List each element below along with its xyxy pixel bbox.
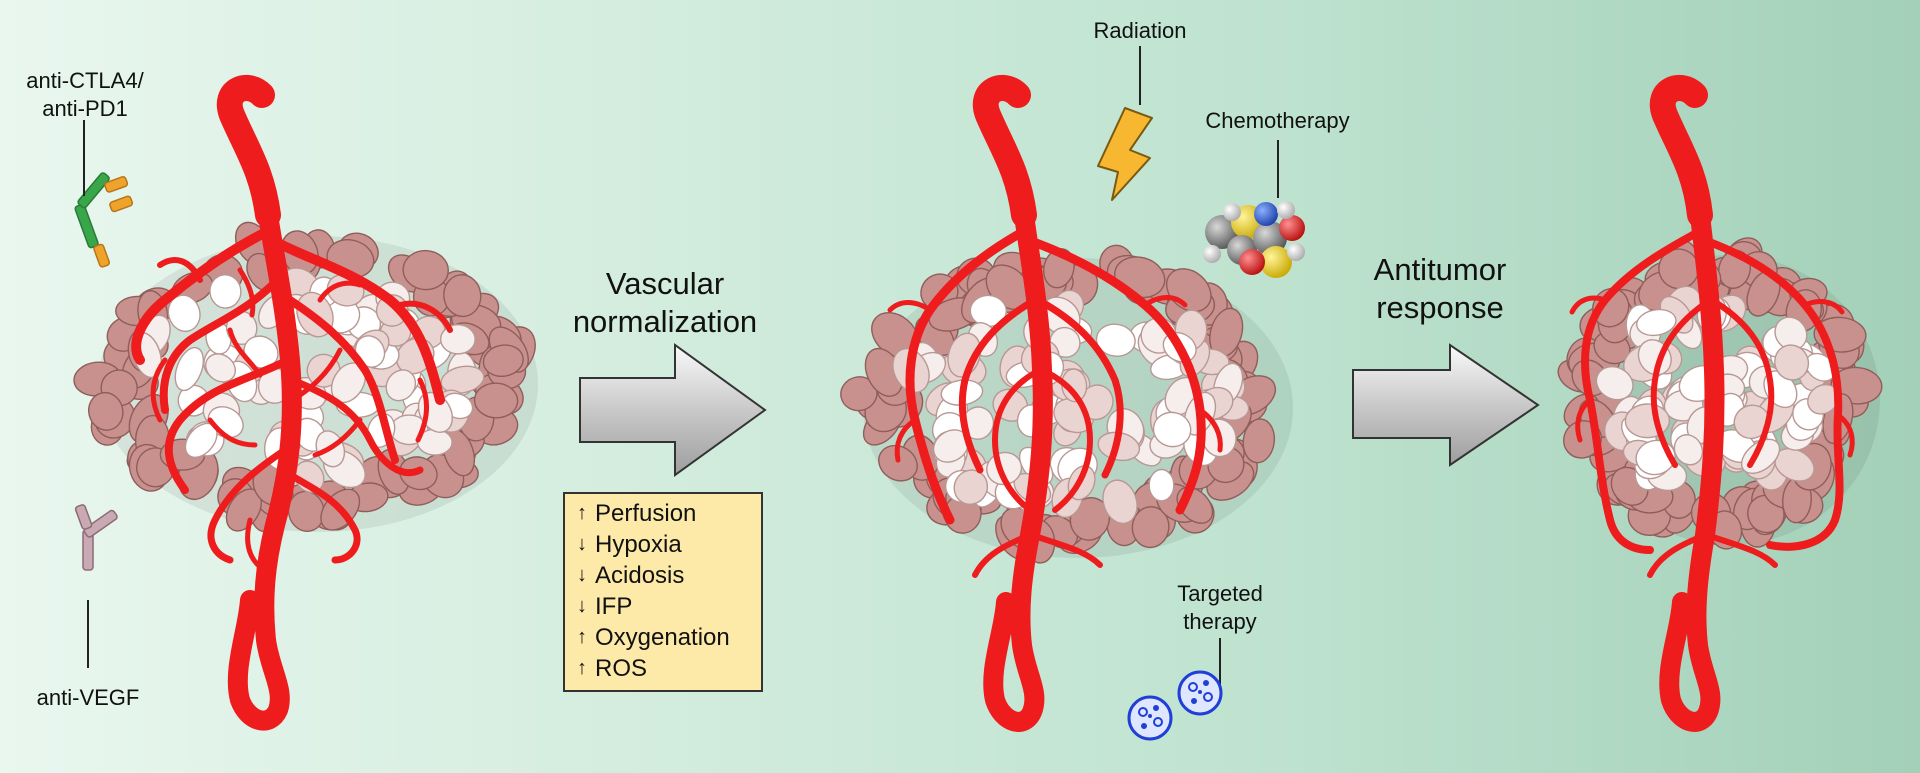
effect-row: ↓ Hypoxia	[573, 529, 755, 560]
immunotherapy-label: anti-CTLA4/ anti-PD1	[26, 68, 144, 121]
antitumor-response-label: Antitumor response	[1373, 252, 1507, 325]
effect-row: ↓ IFP	[573, 591, 755, 622]
tumor-cell-inner	[439, 324, 476, 355]
effect-row: ↓ Acidosis	[573, 560, 755, 591]
anti-ctla4-antibody-icon	[74, 172, 134, 268]
effect-label: Perfusion	[595, 499, 697, 527]
tumor-cell-outer	[87, 391, 124, 431]
tumor-cell-outer	[878, 444, 918, 482]
chemotherapy-molecule-icon	[1203, 201, 1305, 278]
blood-vessels	[131, 75, 453, 731]
tumor-cell-inner	[209, 274, 242, 309]
tumor-cell-inner	[1595, 366, 1634, 401]
effect-row: ↑ ROS	[573, 653, 755, 684]
tumor-cell-inner	[1673, 434, 1704, 466]
up-arrow-icon: ↑	[577, 626, 587, 648]
tumor-abnormal	[73, 75, 538, 731]
tumor-cell-outer	[1131, 506, 1170, 549]
anti-vegf-label: anti-VEGF	[36, 685, 140, 710]
chemotherapy-label: Chemotherapy	[1205, 108, 1350, 133]
tumor-cell-inner	[1636, 308, 1677, 337]
tumor-cell-outer	[1658, 248, 1700, 290]
normalization-arrow	[579, 343, 767, 477]
tumor-cell-inner	[1774, 316, 1808, 351]
targeted-therapy-particle-icon	[1127, 695, 1173, 741]
tumor-cell-inner	[1774, 344, 1810, 381]
vascular-normalization-label: Vascular normalization	[572, 266, 758, 339]
effect-row: ↑ Perfusion	[573, 498, 755, 529]
down-arrow-icon: ↓	[577, 595, 587, 617]
targeted-therapy-particle-icon	[1177, 670, 1223, 716]
tumor-cell-inner	[1061, 368, 1088, 403]
tumor-cell-inner	[1148, 468, 1175, 502]
normalization-effects-box: ↑ Perfusion ↓ Hypoxia ↓ Acidosis ↓ IFP ↑…	[563, 492, 763, 692]
tumor-cell-outer	[1242, 418, 1276, 464]
effect-row: ↑ Oxygenation	[573, 622, 755, 653]
radiation-label: Radiation	[1093, 18, 1187, 43]
down-arrow-icon: ↓	[577, 533, 587, 555]
tumor-cell-inner	[205, 353, 236, 383]
down-arrow-icon: ↓	[577, 564, 587, 586]
tumor-normalized	[840, 75, 1293, 732]
effect-label: IFP	[595, 592, 633, 620]
tumor-cell-inner	[440, 365, 485, 394]
effect-label: ROS	[595, 654, 648, 682]
tumor-cell-inner	[167, 294, 201, 333]
tumor-cell-inner	[1095, 323, 1136, 357]
tumor-cell-outer	[482, 344, 524, 377]
antitumor-arrow	[1352, 343, 1540, 467]
anti-vegf-antibody-icon	[74, 504, 118, 571]
tumor-cell-outer	[473, 382, 519, 419]
effect-label: Oxygenation	[595, 623, 730, 651]
up-arrow-icon: ↑	[577, 657, 587, 679]
tumor-cell-outer	[443, 274, 482, 318]
targeted-therapy-label: Targeted therapy	[1177, 581, 1263, 634]
tumor-cell-inner	[1152, 411, 1192, 448]
tumor-cell-inner	[1102, 479, 1138, 525]
effect-label: Acidosis	[595, 561, 685, 589]
tumor-cell-outer	[402, 249, 449, 291]
blood-vessels	[1569, 75, 1855, 732]
tumor-regressed	[1557, 75, 1883, 732]
effect-label: Hypoxia	[595, 530, 682, 558]
blood-vessels	[887, 75, 1223, 732]
tumor-cell-inner	[385, 369, 417, 402]
up-arrow-icon: ↑	[577, 502, 587, 524]
tumor-cell-inner	[174, 346, 205, 392]
radiation-bolt-icon	[1097, 107, 1153, 201]
